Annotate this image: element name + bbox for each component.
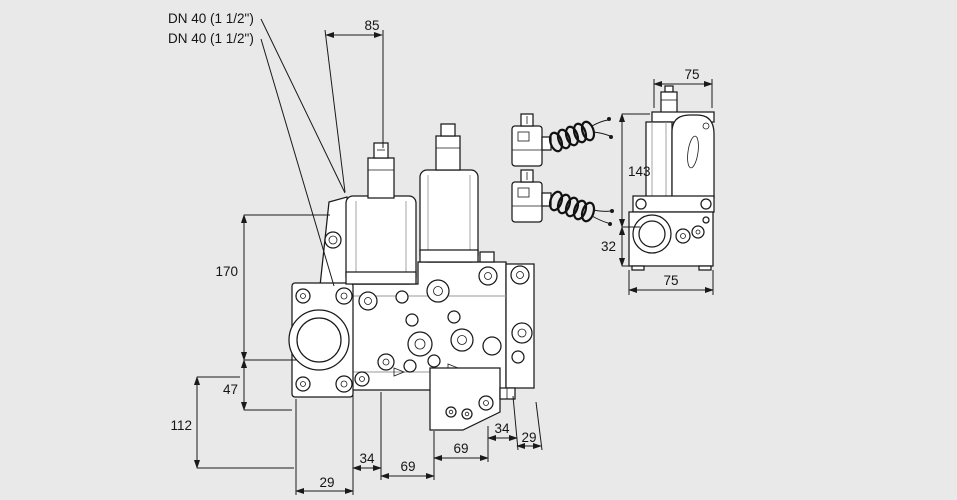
dimension-32: 32 (601, 226, 631, 267)
dim-85-label: 85 (364, 18, 379, 33)
side-valve-body (628, 195, 715, 271)
dimension-69-right: 69 (433, 441, 489, 462)
cable-coil-bottom (548, 190, 614, 226)
dimension-29-bottom: 29 (295, 475, 354, 495)
dimension-29-right: 29 (516, 430, 542, 450)
dimension-47: 47 (223, 359, 292, 411)
connector-top (511, 113, 613, 167)
solenoid-right (419, 123, 479, 263)
dimension-75-bottom: 75 (628, 270, 714, 295)
dim-112-label: 112 (170, 418, 192, 433)
pipe-size-labels: DN 40 (1 1/2") DN 40 (1 1/2") (168, 11, 346, 287)
dimension-85: 85 (324, 18, 384, 193)
dimension-112: 112 (170, 376, 294, 469)
dim-69-left-label: 69 (400, 459, 415, 474)
dimension-34-left: 34 (352, 451, 382, 472)
cable-connectors (511, 113, 614, 226)
dim-29-bottom-label: 29 (319, 475, 334, 490)
dimension-69-left: 69 (380, 459, 435, 480)
dim-75-top-label: 75 (684, 67, 699, 82)
dim-29-right-label: 29 (521, 430, 536, 445)
dim-69-right-label: 69 (453, 441, 468, 456)
side-view (628, 85, 715, 271)
dn-label-2: DN 40 (1 1/2") (168, 31, 254, 46)
side-top-cap (660, 85, 678, 115)
connector-bottom (511, 169, 614, 226)
dim-143-label: 143 (628, 164, 651, 179)
inlet-flange (288, 282, 354, 398)
dn-label-1: DN 40 (1 1/2") (168, 11, 254, 26)
dim-32-label: 32 (601, 239, 616, 254)
dimension-75-top: 75 (653, 67, 713, 108)
dim-75-bottom-label: 75 (663, 273, 678, 288)
valve-body (351, 251, 535, 391)
dimension-170: 170 (215, 214, 330, 361)
side-actuator (645, 111, 715, 199)
bottom-module (429, 367, 516, 431)
dim-170-label: 170 (215, 264, 238, 279)
solenoid-left (345, 142, 417, 285)
dim-47-label: 47 (223, 382, 238, 397)
dim-34-right-label: 34 (494, 421, 510, 436)
dimension-34-right: 34 (487, 421, 518, 442)
front-view (288, 123, 535, 431)
dim-34-left-label: 34 (359, 451, 375, 466)
cable-coil-top (548, 117, 613, 153)
dimensions: DN 40 (1 1/2") DN 40 (1 1/2") 85 170 47 (168, 11, 714, 495)
